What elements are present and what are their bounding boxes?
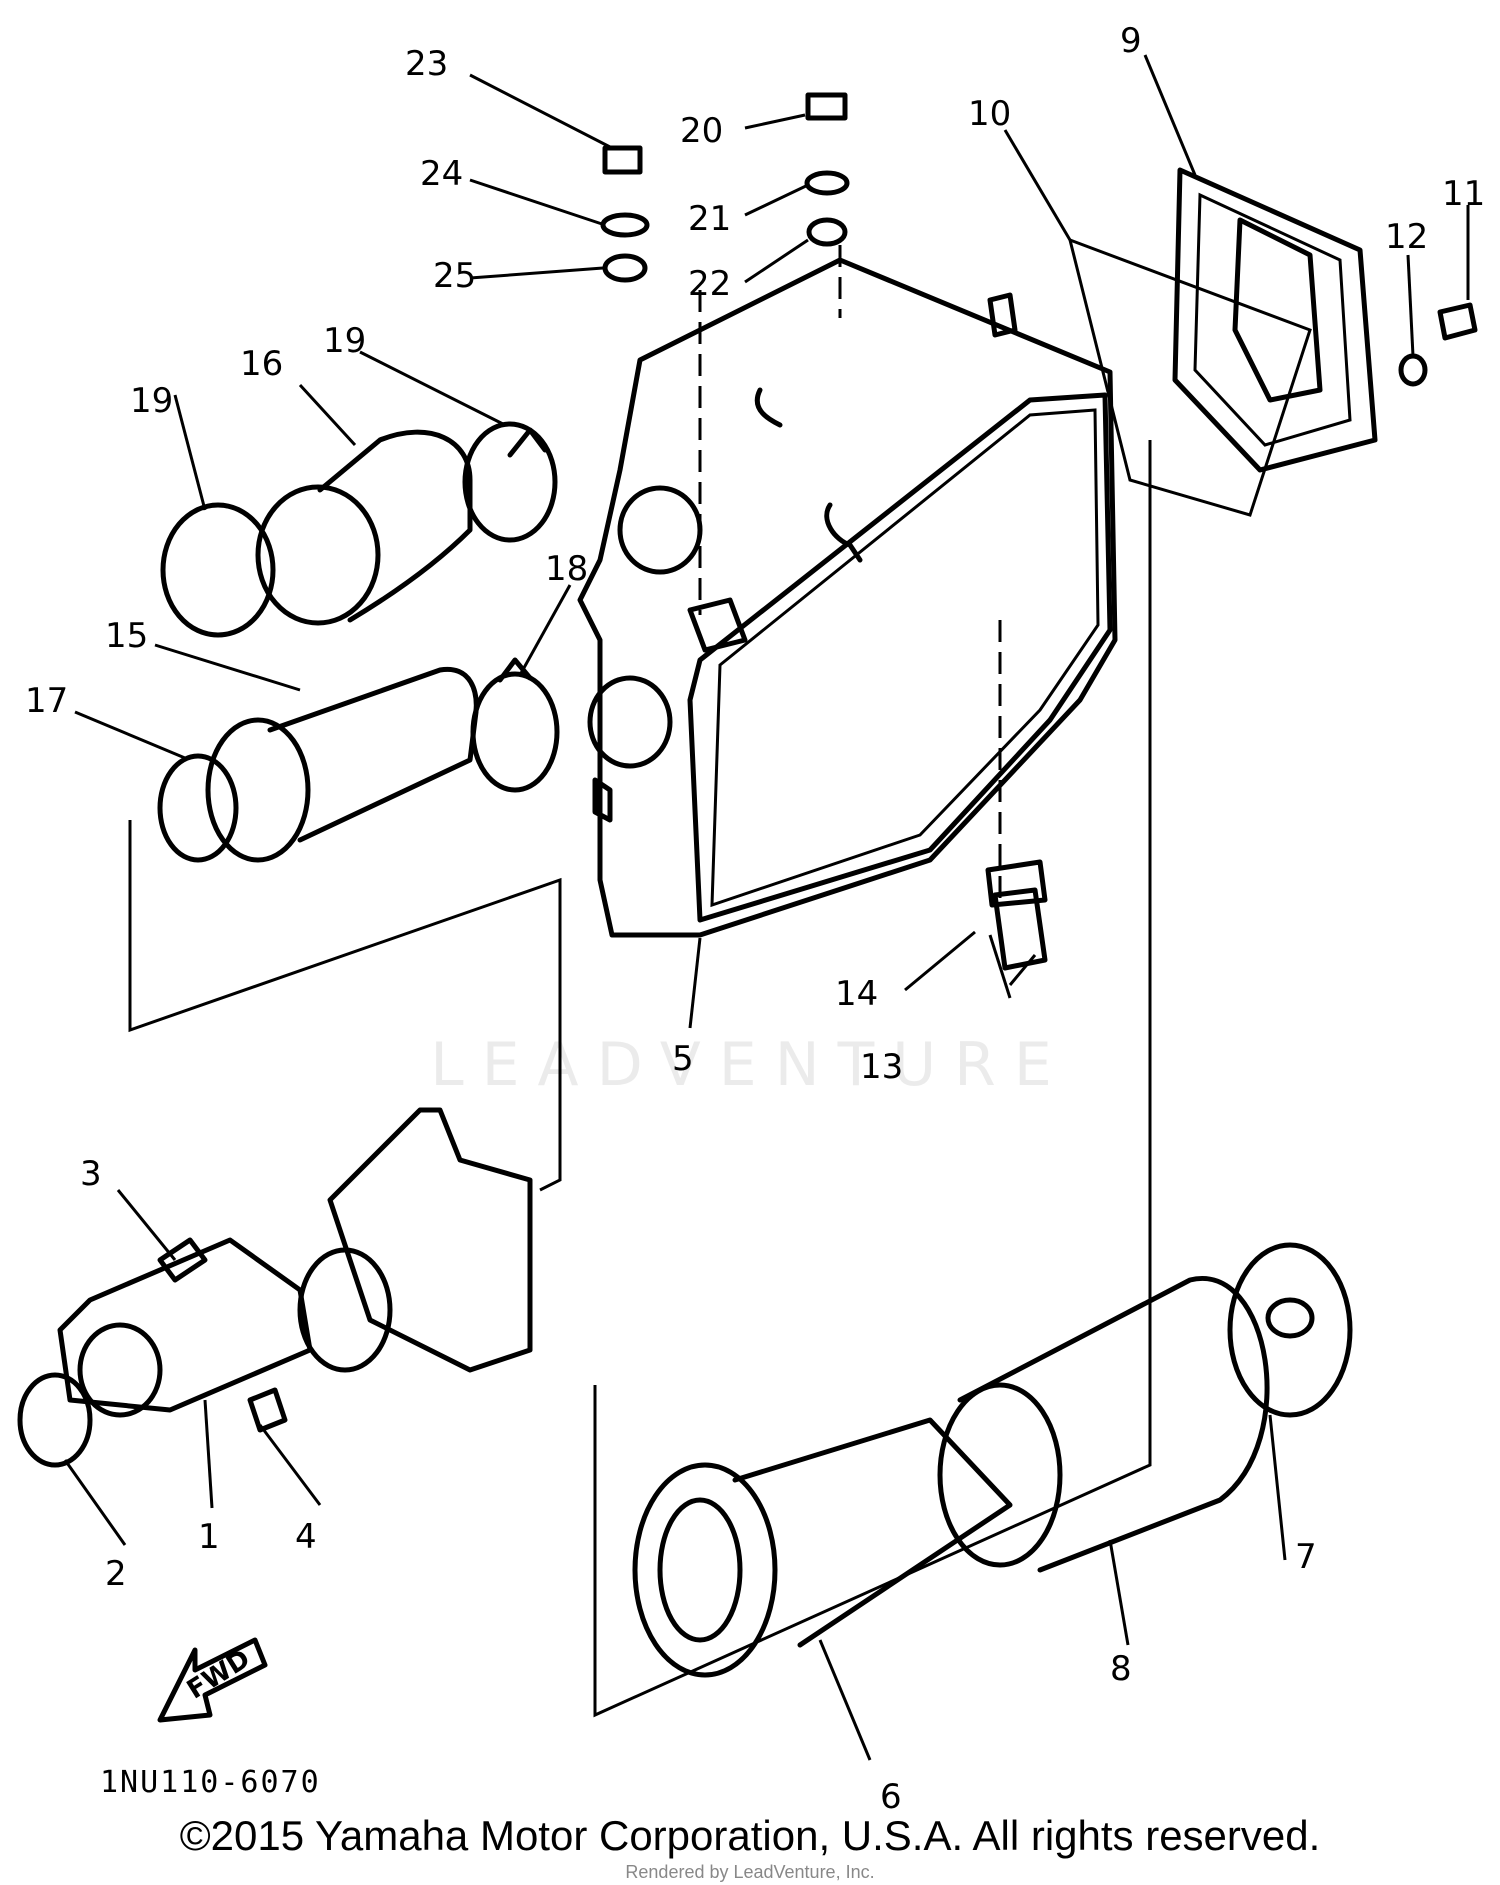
case-cover xyxy=(1172,167,1378,473)
label-19-right: 19 xyxy=(323,321,366,361)
label-12: 12 xyxy=(1385,217,1428,257)
label-18: 18 xyxy=(545,549,588,589)
label-19-left: 19 xyxy=(130,381,173,421)
forward-arrow-icon: FWD xyxy=(157,1637,268,1723)
label-15: 15 xyxy=(105,616,148,656)
label-8: 8 xyxy=(1110,1649,1132,1689)
intake-hoses xyxy=(157,421,560,863)
label-16: 16 xyxy=(240,344,283,384)
label-11: 11 xyxy=(1442,174,1485,214)
label-7: 7 xyxy=(1295,1537,1317,1577)
label-20: 20 xyxy=(680,111,723,151)
leader-lines xyxy=(63,54,1470,1761)
label-25: 25 xyxy=(433,256,476,296)
watermark: LEADVENTURE xyxy=(430,1030,1070,1100)
label-1: 1 xyxy=(198,1517,220,1557)
carburetor-assembly xyxy=(17,1107,533,1468)
label-14: 14 xyxy=(835,974,878,1014)
label-17: 17 xyxy=(25,681,68,721)
filter-element xyxy=(632,1242,1353,1678)
fasteners xyxy=(600,92,1478,971)
assembly-lines xyxy=(128,245,1152,1718)
watermark-caption: Rendered by LeadVenture, Inc. xyxy=(625,1862,875,1882)
label-21: 21 xyxy=(688,199,731,239)
label-2: 2 xyxy=(105,1554,127,1594)
label-5: 5 xyxy=(672,1039,694,1079)
label-23: 23 xyxy=(405,44,448,84)
copyright-notice: ©2015 Yamaha Motor Corporation, U.S.A. A… xyxy=(179,1812,1321,1859)
label-4: 4 xyxy=(295,1517,317,1557)
case-gasket xyxy=(1067,237,1312,517)
label-9: 9 xyxy=(1120,21,1142,61)
label-24: 24 xyxy=(420,154,463,194)
label-6: 6 xyxy=(880,1777,902,1817)
label-3: 3 xyxy=(80,1154,102,1194)
diagram-code: 1NU110-6070 xyxy=(100,1765,321,1800)
air-filter-case xyxy=(577,257,1118,938)
label-10: 10 xyxy=(968,94,1011,134)
label-13: 13 xyxy=(860,1047,903,1087)
label-22: 22 xyxy=(688,264,731,304)
